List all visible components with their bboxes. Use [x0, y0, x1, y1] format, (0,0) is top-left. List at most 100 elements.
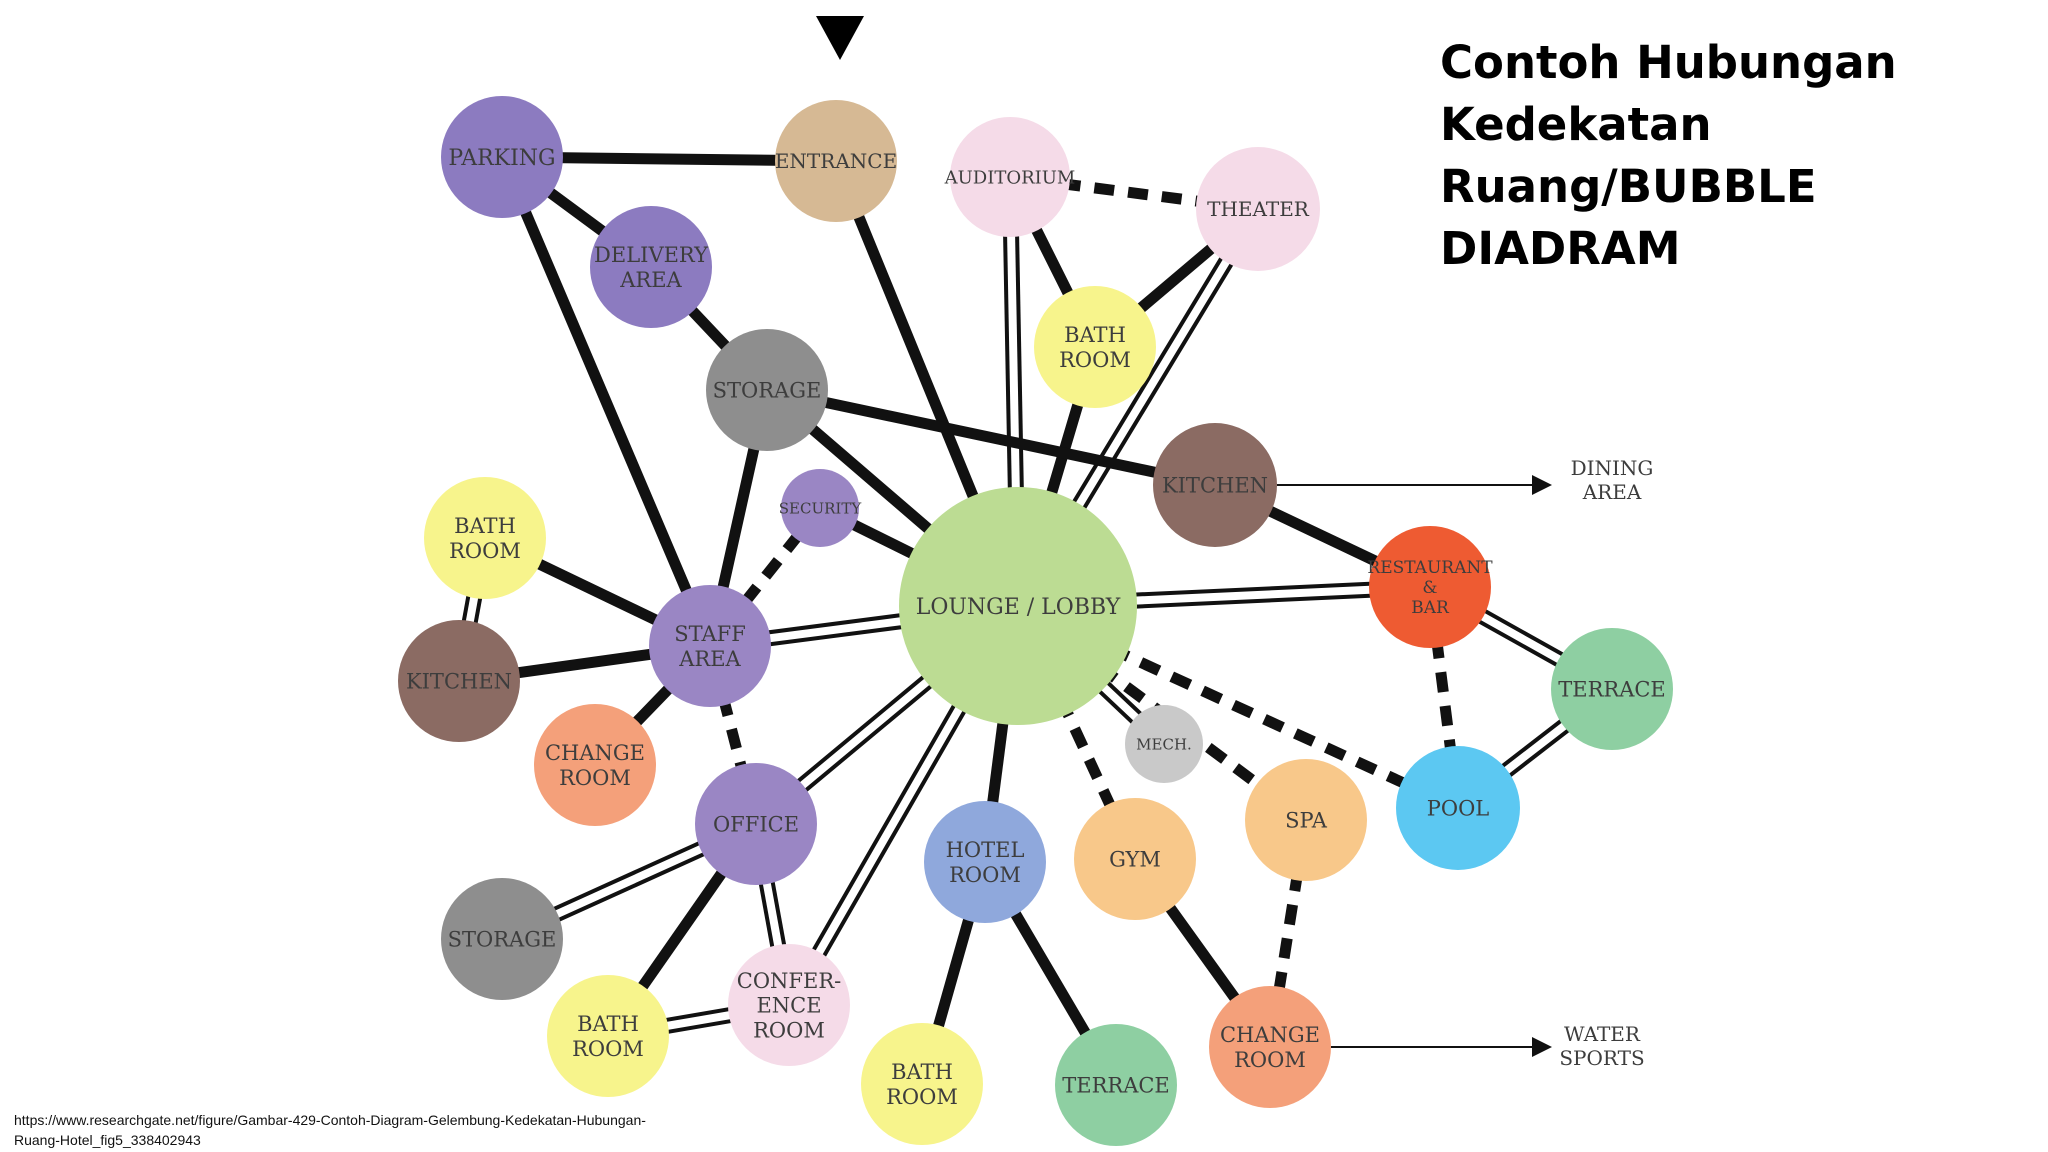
bubble-label: THEATER [1207, 197, 1310, 221]
link-kitchen_top-restaurant [1260, 502, 1386, 570]
link-parking-delivery [540, 183, 613, 241]
link-office-storage_bottom [545, 838, 713, 925]
link-staff-lobby [760, 611, 919, 648]
bubble-theater[interactable]: THEATER [1196, 147, 1320, 271]
bubble-circle [899, 487, 1137, 725]
bubble-spa[interactable]: SPA [1245, 759, 1367, 881]
bubble-circle [1034, 286, 1156, 408]
bubble-circle [1074, 798, 1196, 920]
bubble-circle [924, 801, 1046, 923]
bubble-circle [547, 975, 669, 1097]
bubble-label: KITCHEN [1162, 474, 1268, 498]
source-url: https://www.researchgate.net/figure/Gamb… [14, 1112, 646, 1148]
bubble-security[interactable]: SECURITY [779, 469, 863, 547]
bubble-circle [1209, 986, 1331, 1108]
bubble-circle [1551, 628, 1673, 750]
link-security-staff [738, 530, 804, 609]
bubble-label: SECURITY [779, 499, 863, 517]
bubble-terrace-right[interactable]: TERRACE [1551, 628, 1673, 750]
bubble-circle [950, 117, 1070, 237]
bubble-circle [1369, 526, 1491, 648]
link-parking-staff [517, 202, 695, 601]
bubble-label: TERRACE [1062, 1074, 1170, 1098]
bubble-mech[interactable]: MECH. [1125, 705, 1203, 783]
bubble-label: KITCHEN [406, 670, 512, 694]
bubble-storage-bottom[interactable]: STORAGE [441, 878, 563, 1000]
bubble-terrace-bottom[interactable]: TERRACE [1055, 1024, 1177, 1146]
bubble-label: MECH. [1136, 735, 1192, 753]
link-auditorium-bath_top [1027, 220, 1077, 304]
bubble-storage-top[interactable]: STORAGE [706, 329, 828, 451]
link-entrance-lobby [850, 206, 985, 515]
bubble-circle [590, 206, 712, 328]
bubble-kitchen-left[interactable]: KITCHEN [398, 620, 520, 742]
bubble-gym[interactable]: GYM [1074, 798, 1196, 920]
link-office-conference [757, 873, 788, 956]
link-change_left-staff [627, 679, 678, 732]
external-arrows [1277, 475, 1552, 1057]
bubble-label: RESTAURANT&BAR [1367, 558, 1493, 618]
link-hotel-terrace_bottom [1006, 903, 1095, 1044]
bubble-circle [424, 477, 546, 599]
bubble-circle [1245, 759, 1367, 881]
bubble-circle [534, 704, 656, 826]
bubble-parking[interactable]: PARKING [441, 96, 563, 218]
bubble-label: STORAGE [448, 928, 557, 952]
link-lobby-pool [1107, 643, 1413, 792]
bubble-lobby[interactable]: LOUNGE / LOBBY [899, 487, 1137, 725]
bubble-circle [728, 944, 850, 1066]
bubble-office[interactable]: OFFICE [695, 763, 817, 885]
link-kitchen_left-staff [509, 647, 660, 680]
link-theater-bath_top [1131, 238, 1222, 318]
bubble-circle [398, 620, 520, 742]
link-hotel-bath_bottom [930, 910, 977, 1036]
bubble-label: LOUNGE / LOBBY [916, 595, 1121, 620]
bubble-label: PARKING [448, 146, 555, 171]
link-lobby-gym [1055, 695, 1119, 815]
bubble-label: ENTRANCE [775, 149, 897, 173]
bubble-circle [441, 96, 563, 218]
entrance-arrow-icon [816, 16, 864, 60]
slide-title: Contoh Hubungan Kedekatan Ruang/BUBBLE D… [1440, 36, 1897, 275]
bubble-label: OFFICE [713, 813, 799, 837]
link-pool-terrace_right [1494, 714, 1576, 783]
link-restaurant-pool [1431, 637, 1457, 757]
link-lobby-conference [807, 689, 975, 965]
link-restaurant-terrace_right [1471, 605, 1571, 671]
link-theater-lobby [1063, 249, 1238, 524]
links-layer [460, 152, 1576, 1044]
link-storage_top-lobby [802, 419, 945, 545]
bubble-entrance[interactable]: ENTRANCE [775, 100, 897, 222]
link-office-bath_bl [633, 863, 731, 997]
bubble-kitchen-top[interactable]: KITCHEN [1153, 423, 1277, 547]
bubble-circle [1153, 423, 1277, 547]
bubble-pool[interactable]: POOL [1396, 746, 1520, 870]
bubble-label: POOL [1427, 797, 1490, 821]
bubble-circle [441, 878, 563, 1000]
bubble-circle [775, 100, 897, 222]
bubble-auditorium[interactable]: AUDITORIUM [944, 117, 1076, 237]
bubble-label: SPA [1285, 809, 1328, 833]
bubble-circle [649, 585, 771, 707]
bubble-label: STORAGE [713, 379, 822, 403]
bubble-circle [781, 469, 859, 547]
bubble-restaurant[interactable]: RESTAURANT&BAR [1367, 526, 1493, 648]
